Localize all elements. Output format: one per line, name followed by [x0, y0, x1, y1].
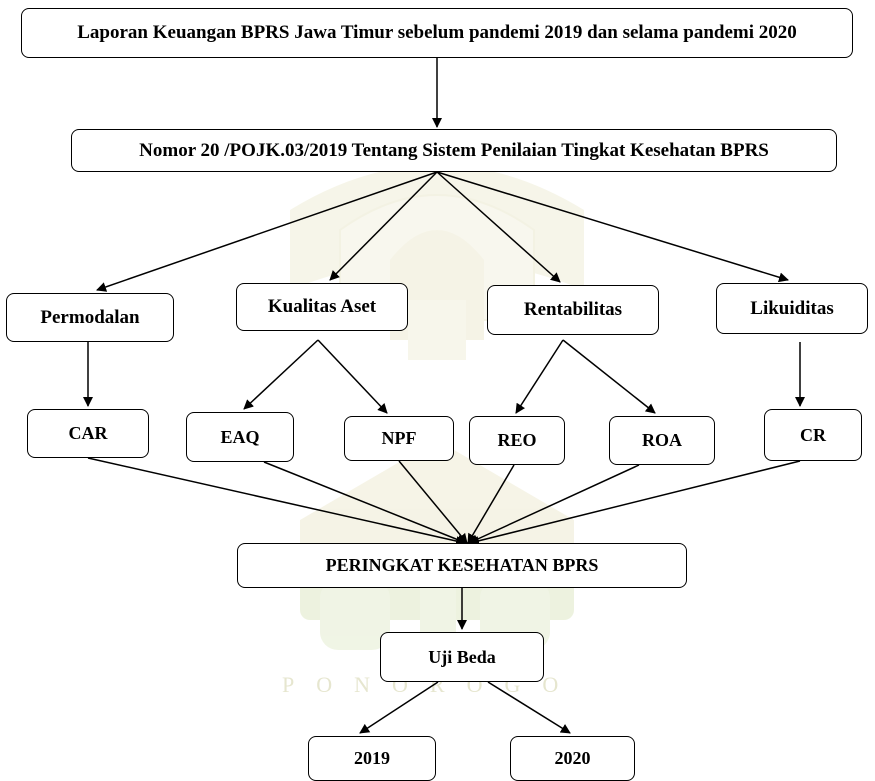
arrow-test-to-2020	[487, 681, 571, 734]
car-box: CAR	[27, 409, 149, 458]
likuiditas-box: Likuiditas	[716, 283, 868, 334]
test-box-text: Uji Beda	[428, 646, 496, 667]
reo-label: REO	[497, 430, 537, 450]
rentabilitas-box: Rentabilitas	[487, 285, 659, 335]
arrow-regulation-to-permodalan	[96, 171, 438, 292]
roa-box: ROA	[609, 416, 715, 465]
cr-label: CR	[800, 424, 826, 445]
likuiditas-label: Likuiditas	[750, 297, 834, 319]
npf-label: NPF	[381, 428, 417, 448]
npf-box: NPF	[344, 416, 454, 461]
arrow-rentabilitas-to-roa	[562, 339, 656, 414]
kualitas-aset-box: Kualitas Aset	[236, 283, 408, 331]
rating-box: PERINGKAT KESEHATAN BPRS	[237, 543, 687, 588]
arrow-test-to-2019	[359, 681, 439, 734]
arrow-regulation-to-kualitas-aset	[329, 171, 438, 281]
arrow-cr-to-rating	[469, 460, 801, 546]
regulation-box-text: Nomor 20 /POJK.03/2019 Tentang Sistem Pe…	[139, 139, 769, 161]
eaq-label: EAQ	[220, 426, 260, 447]
connector-lines	[83, 58, 805, 734]
arrow-kualitas-aset-to-npf	[317, 339, 388, 414]
rentabilitas-label: Rentabilitas	[523, 299, 623, 320]
regulation-box: Nomor 20 /POJK.03/2019 Tentang Sistem Pe…	[71, 129, 837, 172]
arrow-npf-to-rating	[398, 460, 468, 544]
kualitas-aset-label: Kualitas Aset	[267, 296, 377, 317]
arrow-rentabilitas-to-reo	[515, 339, 564, 414]
arrow-car-to-rating	[87, 457, 466, 546]
arrow-roa-to-rating	[468, 464, 640, 544]
year-2020-label: 2020	[554, 748, 591, 768]
permodalan-label: Permodalan	[40, 306, 140, 328]
car-label: CAR	[68, 423, 108, 443]
cr-box: CR	[764, 409, 862, 461]
permodalan-box: Permodalan	[6, 293, 174, 342]
title-box-text: Laporan Keuangan BPRS Jawa Timur sebelum…	[77, 22, 797, 43]
year-2019-box: 2019	[308, 736, 436, 781]
rating-box-text: PERINGKAT KESEHATAN BPRS	[325, 555, 599, 575]
arrow-eaq-to-rating	[263, 461, 467, 545]
arrow-regulation-to-likuiditas	[436, 171, 789, 283]
eaq-box: EAQ	[186, 412, 294, 462]
year-2020-box: 2020	[510, 736, 635, 781]
arrow-regulation-to-rentabilitas	[436, 171, 561, 283]
arrow-reo-to-rating	[467, 464, 515, 544]
roa-label: ROA	[642, 430, 682, 450]
year-2019-label: 2019	[354, 748, 390, 768]
test-box: Uji Beda	[380, 632, 544, 682]
reo-box: REO	[469, 416, 565, 465]
arrow-kualitas-aset-to-eaq	[243, 339, 319, 410]
title-box: Laporan Keuangan BPRS Jawa Timur sebelum…	[21, 8, 853, 58]
